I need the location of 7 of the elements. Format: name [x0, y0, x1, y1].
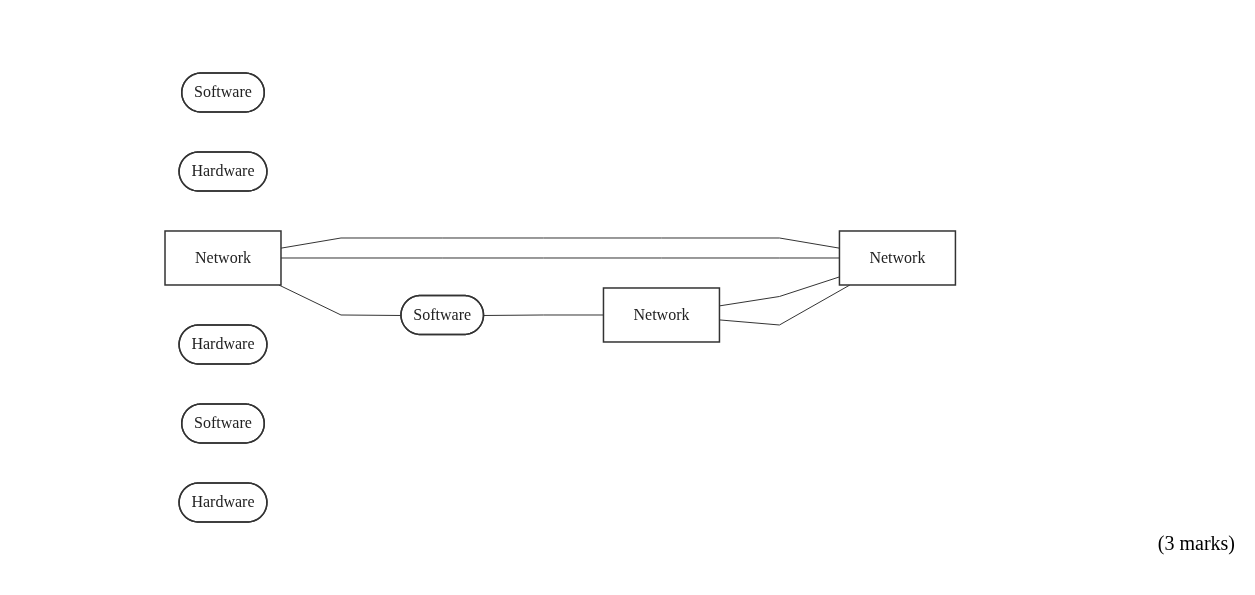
connector: [483, 314, 604, 316]
node-box: Network: [164, 230, 282, 286]
connector: [280, 257, 840, 259]
note-text: (3 marks): [1157, 532, 1235, 555]
node-box: Network: [602, 287, 720, 343]
node-box: Network: [838, 230, 956, 286]
connector: [280, 237, 840, 249]
